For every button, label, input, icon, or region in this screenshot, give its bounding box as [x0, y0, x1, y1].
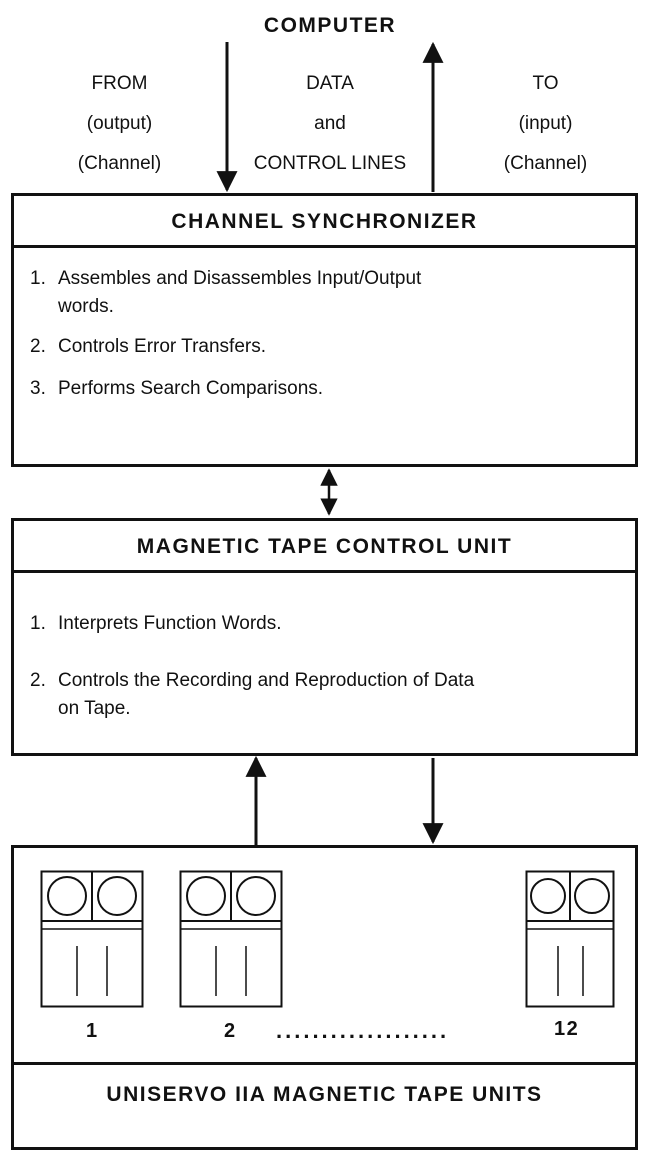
data-control-lines-label: DATA and CONTROL LINES — [234, 64, 426, 184]
item-text-line: on Tape. — [58, 698, 131, 719]
item-text-line: Assembles and Disassembles Input/Output — [58, 268, 422, 289]
tape-drive-icon — [40, 870, 144, 1008]
control-unit-title: MAGNETIC TAPE CONTROL UNIT — [136, 535, 513, 558]
to-label-line: TO — [532, 73, 559, 94]
from-label-line: FROM — [91, 73, 148, 94]
item-text-line: Controls the Recording and Reproduction … — [58, 670, 475, 691]
tape-units-ellipsis: ................... — [276, 1018, 450, 1043]
item-number: 2. — [30, 336, 46, 357]
item-text-line: words. — [58, 296, 114, 317]
data-label-line: CONTROL LINES — [253, 153, 407, 174]
data-label-line: DATA — [306, 73, 354, 94]
data-label-line: and — [314, 113, 346, 134]
tape-units-title-divider — [14, 1062, 635, 1065]
item-number: 1. — [30, 613, 46, 634]
channel-synchronizer-title-divider — [14, 245, 635, 248]
item-text-line: Interprets Function Words. — [58, 613, 282, 634]
to-input-label: TO (input) (Channel) — [478, 64, 613, 184]
control-unit-title-divider — [14, 570, 635, 573]
control-unit-box: MAGNETIC TAPE CONTROL UNIT 1. Interprets… — [11, 518, 638, 756]
tape-unit-12-number: 12 — [554, 1018, 580, 1040]
tape-unit-1-number: 1 — [86, 1020, 99, 1042]
to-label-line: (input) — [518, 113, 573, 134]
item-text-line: Performs Search Comparisons. — [58, 378, 324, 399]
tape-unit-2-number: 2 — [224, 1020, 237, 1042]
tape-drive-icon — [179, 870, 283, 1008]
tape-unit-12 — [525, 870, 615, 1013]
computer-title: COMPUTER — [263, 14, 397, 37]
tape-unit-2 — [179, 870, 283, 1013]
from-output-label: FROM (output) (Channel) — [52, 64, 187, 184]
item-number: 2. — [30, 670, 46, 691]
from-label-line: (output) — [86, 113, 153, 134]
from-label-line: (Channel) — [77, 153, 162, 174]
tape-units-box: 1 2 ................... 12 UN — [11, 845, 638, 1150]
item-number: 1. — [30, 268, 46, 289]
channel-synchronizer-title: CHANNEL SYNCHRONIZER — [171, 210, 478, 233]
to-label-line: (Channel) — [503, 153, 588, 174]
tape-drive-icon — [525, 870, 615, 1008]
item-number: 3. — [30, 378, 46, 399]
channel-synchronizer-box: CHANNEL SYNCHRONIZER 1. Assembles and Di… — [11, 193, 638, 467]
tape-units-title: UNISERVO IIA MAGNETIC TAPE UNITS — [106, 1083, 543, 1106]
item-text-line: Controls Error Transfers. — [58, 336, 266, 357]
tape-unit-1 — [40, 870, 144, 1013]
